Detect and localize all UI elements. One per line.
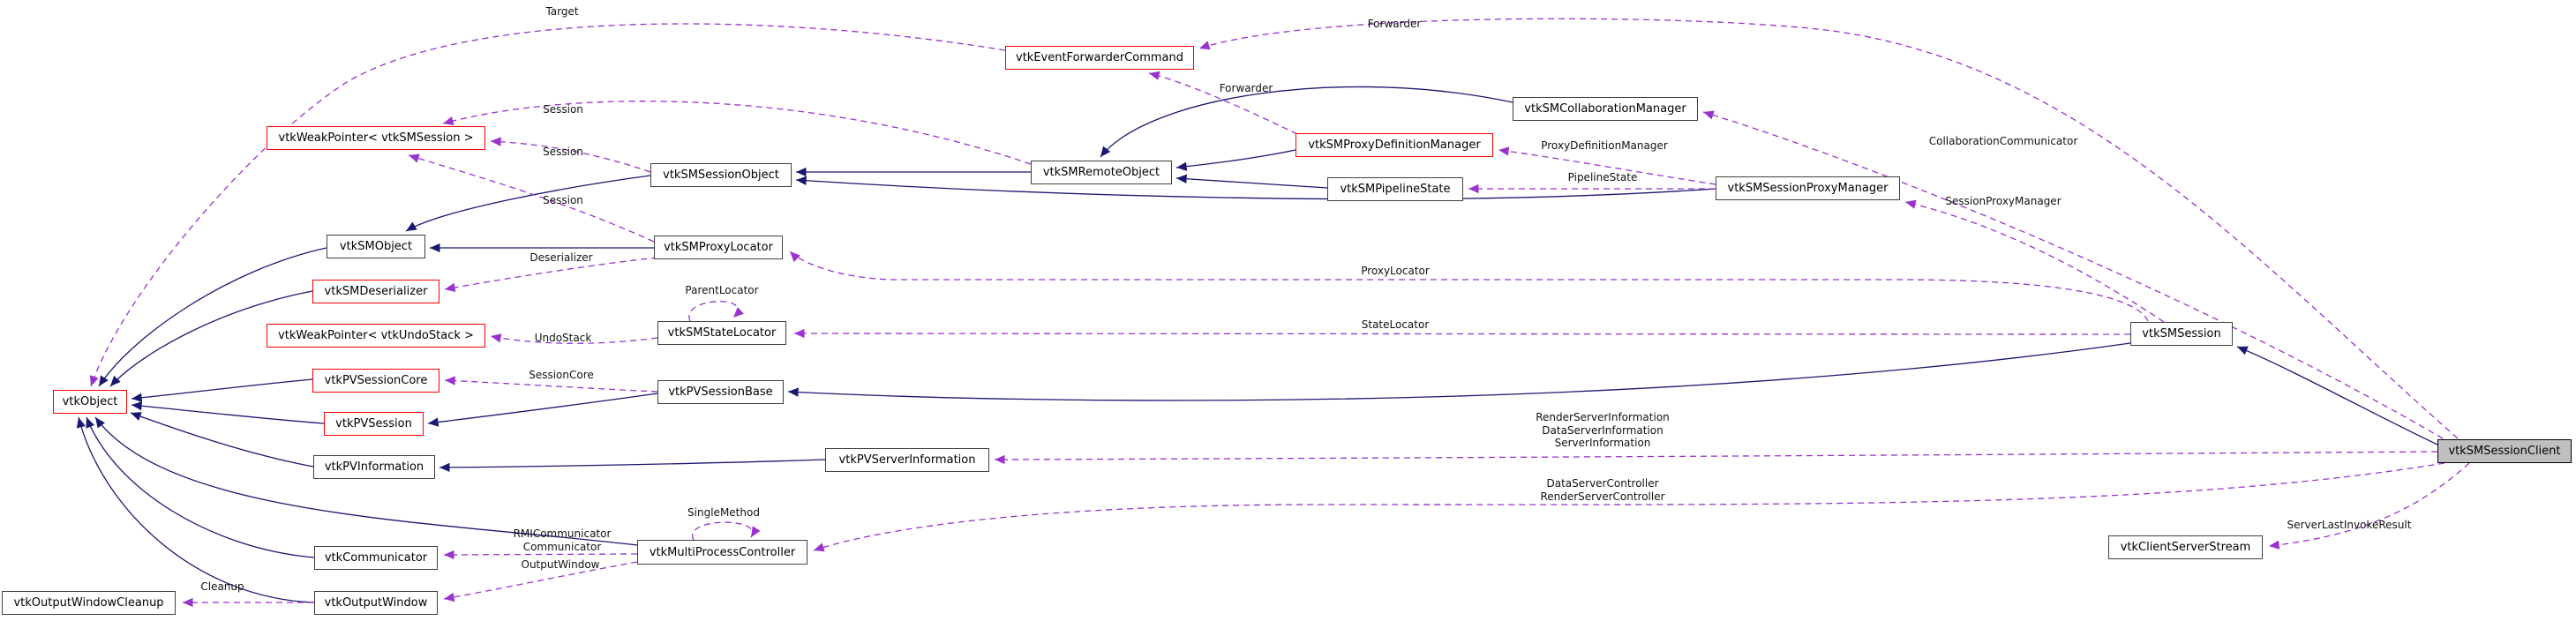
edge-label-session-2: Session — [543, 146, 583, 158]
node-vtkSMSessionObject[interactable]: vtkSMSessionObject — [650, 163, 792, 187]
node-vtkEventForwarderCommand[interactable]: vtkEventForwarderCommand — [1005, 46, 1194, 70]
edge-label-forwarder-top: Forwarder — [1367, 18, 1422, 30]
edge-label-sessioncore: SessionCore — [529, 369, 594, 381]
node-vtkClientServerStream[interactable]: vtkClientServerStream — [2108, 535, 2263, 559]
node-vtkPVSession[interactable]: vtkPVSession — [324, 412, 424, 436]
node-vtkSMRemoteObject[interactable]: vtkSMRemoteObject — [1031, 161, 1172, 184]
edge-label-parentlocator: ParentLocator — [685, 284, 759, 296]
edge-label-proxylocator: ProxyLocator — [1361, 265, 1430, 277]
node-vtkSMObject[interactable]: vtkSMObject — [327, 235, 425, 258]
node-vtkPVSessionBase[interactable]: vtkPVSessionBase — [657, 380, 784, 404]
edge-label-renderservercontroller: RenderServerController — [1540, 490, 1665, 503]
edge-label-dataservercontroller: DataServerController — [1546, 477, 1659, 490]
edge-label-serverinformation: ServerInformation — [1554, 437, 1651, 449]
node-vtkWeakPointer-vtkUndoStack[interactable]: vtkWeakPointer< vtkUndoStack > — [267, 324, 485, 348]
edge-label-renderserverinformation: RenderServerInformation — [1536, 411, 1670, 423]
node-vtkPVSessionCore[interactable]: vtkPVSessionCore — [312, 369, 439, 393]
node-vtkPVInformation[interactable]: vtkPVInformation — [313, 455, 435, 479]
node-vtkCommunicator[interactable]: vtkCommunicator — [314, 546, 438, 570]
edge-label-serverlastinvokeresult: ServerLastInvokeResult — [2287, 519, 2412, 531]
edge-label-sessionproxymanager: SessionProxyManager — [1945, 195, 2062, 207]
node-vtkSMDeserializer[interactable]: vtkSMDeserializer — [312, 280, 439, 303]
node-vtkObject[interactable]: vtkObject — [53, 390, 127, 414]
edge-label-forwarder-mid: Forwarder — [1219, 82, 1273, 94]
node-vtkOutputWindowCleanup[interactable]: vtkOutputWindowCleanup — [2, 591, 176, 615]
edge-label-proxydefinitionmanager: ProxyDefinitionManager — [1541, 139, 1668, 152]
node-vtkSMSessionProxyManager[interactable]: vtkSMSessionProxyManager — [1716, 176, 1900, 200]
edge-label-session-3: Session — [543, 194, 583, 206]
edge-label-pipelinestate: PipelineState — [1567, 171, 1638, 183]
node-vtkSMSessionClient: vtkSMSessionClient — [2437, 439, 2572, 463]
edge-label-communicator: Communicator — [522, 541, 602, 553]
node-vtkSMProxyLocator[interactable]: vtkSMProxyLocator — [654, 236, 783, 259]
edge-label-session-1: Session — [543, 103, 583, 116]
node-vtkSMProxyDefinitionManager[interactable]: vtkSMProxyDefinitionManager — [1296, 133, 1493, 157]
edge-label-singlemethod: SingleMethod — [687, 506, 760, 519]
edge-label-collaborationcommunicator: CollaborationCommunicator — [1928, 135, 2078, 147]
edge-label-cleanup: Cleanup — [200, 580, 244, 593]
node-vtkSMPipelineState[interactable]: vtkSMPipelineState — [1327, 177, 1463, 201]
edge-label-rmicommunicator: RMICommunicator — [513, 527, 612, 540]
node-vtkSMCollaborationManager[interactable]: vtkSMCollaborationManager — [1513, 97, 1698, 121]
edge-label-outputwindow: OutputWindow — [521, 558, 600, 571]
node-vtkPVServerInformation[interactable]: vtkPVServerInformation — [825, 448, 989, 472]
node-vtkSMStateLocator[interactable]: vtkSMStateLocator — [657, 321, 786, 345]
edge-label-undostack: UndoStack — [534, 332, 592, 344]
edge-label-target: Target — [545, 5, 579, 18]
edge-label-deserializer: Deserializer — [529, 251, 593, 264]
edge-label-dataserverinformation: DataServerInformation — [1542, 424, 1664, 437]
node-vtkOutputWindow[interactable]: vtkOutputWindow — [314, 591, 438, 615]
edge-label-statelocator: StateLocator — [1361, 318, 1430, 331]
node-vtkWeakPointer-vtkSMSession[interactable]: vtkWeakPointer< vtkSMSession > — [267, 126, 485, 150]
node-vtkSMSession[interactable]: vtkSMSession — [2130, 322, 2233, 346]
node-vtkMultiProcessController[interactable]: vtkMultiProcessController — [637, 540, 807, 565]
